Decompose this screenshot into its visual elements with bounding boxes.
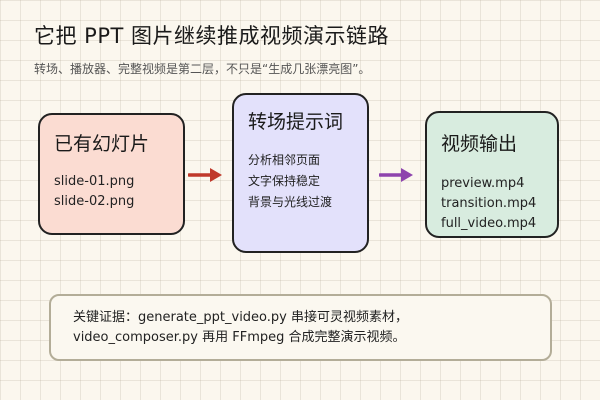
box-line: 文字保持稳定 — [248, 174, 321, 188]
box-line: full_video.mp4 — [441, 216, 537, 231]
box-title: 已有幻灯片 — [54, 133, 150, 155]
box-line: slide-01.png — [54, 174, 135, 189]
existing-slides-box: 已有幻灯片 slide-01.png slide-02.png — [38, 113, 185, 235]
box-title: 转场提示词 — [248, 111, 344, 133]
arrow-right-icon — [379, 168, 413, 182]
note-line: video_composer.py 再用 FFmpeg 合成完整演示视频。 — [73, 330, 406, 345]
note-line: 关键证据：generate_ppt_video.py 串接可灵视频素材， — [73, 310, 408, 325]
box-line: preview.mp4 — [441, 176, 525, 191]
box-line: transition.mp4 — [441, 196, 537, 211]
box-line: 背景与光线过渡 — [248, 195, 333, 209]
box-line: 分析相邻页面 — [248, 153, 321, 167]
page-title: 它把 PPT 图片继续推成视频演示链路 — [34, 24, 390, 48]
box-title: 视频输出 — [441, 133, 518, 155]
video-output-box: 视频输出 preview.mp4 transition.mp4 full_vid… — [425, 111, 559, 238]
arrow-right-icon — [188, 168, 222, 182]
transition-prompt-box: 转场提示词 分析相邻页面 文字保持稳定 背景与光线过渡 — [232, 93, 369, 253]
page-subtitle: 转场、播放器、完整视频是第二层，不只是“生成几张漂亮图”。 — [34, 62, 371, 76]
evidence-note: 关键证据：generate_ppt_video.py 串接可灵视频素材， vid… — [49, 294, 552, 361]
box-line: slide-02.png — [54, 194, 135, 209]
